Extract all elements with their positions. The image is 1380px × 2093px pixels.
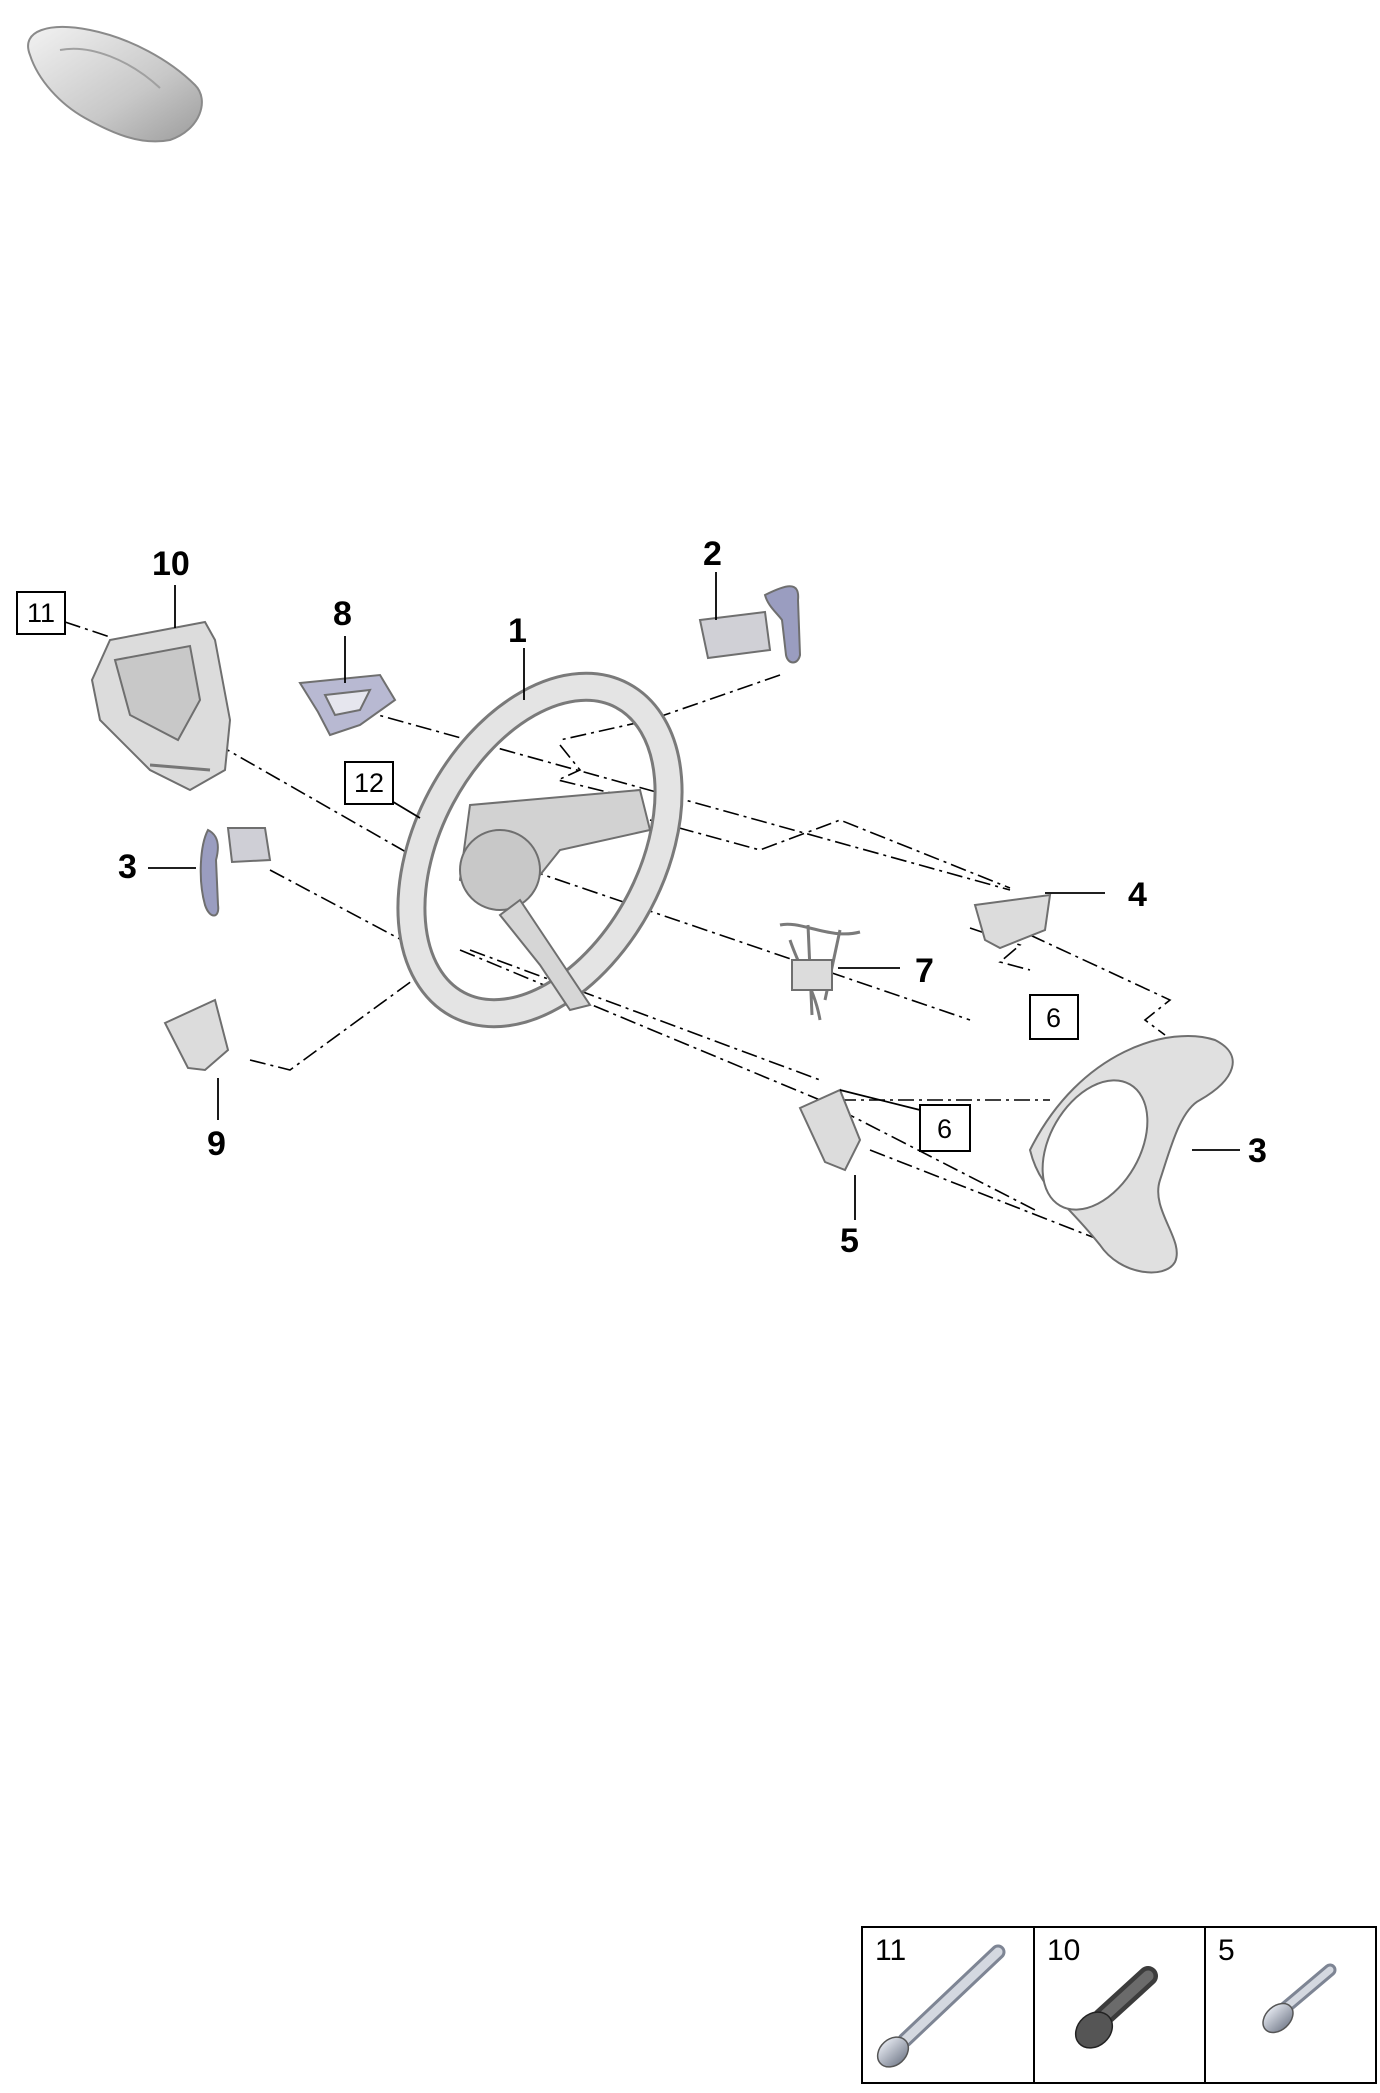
callout-3-right: 3 [1248, 1132, 1267, 1170]
shift-paddle-icon [199, 827, 272, 917]
callout-5: 5 [840, 1222, 859, 1260]
trim-cover-icon [298, 673, 397, 737]
steering-column-trim-icon [90, 620, 232, 792]
callout-10: 10 [152, 545, 190, 583]
trim-cover-icon [1028, 1035, 1234, 1274]
boxed-callout-6-upper: 6 [1046, 1003, 1061, 1033]
trim-cover-icon [973, 893, 1052, 950]
part-callouts: 1 2 3 3 4 5 7 8 9 10 [118, 535, 1267, 1260]
shift-paddle-icon [698, 585, 802, 664]
callout-8: 8 [333, 595, 352, 633]
boxed-callouts: 11 12 6 6 [16, 591, 1079, 1152]
boxed-callout-11: 11 [27, 598, 55, 628]
fastener-label-5: 5 [1218, 1934, 1235, 1967]
callout-2: 2 [703, 535, 722, 573]
fastener-table: 11 10 5 [861, 1926, 1377, 2084]
trim-cover-icon [798, 1088, 862, 1172]
steering-wheel-icon [396, 671, 684, 1029]
fastener-label-11: 11 [875, 1934, 906, 1967]
leader-lines [148, 572, 1240, 1220]
callout-7: 7 [915, 952, 934, 990]
callout-1: 1 [508, 612, 527, 650]
fastener-label-10: 10 [1047, 1934, 1080, 1967]
callout-9: 9 [207, 1125, 226, 1163]
car-thumbnail-icon [27, 26, 203, 143]
boxed-callout-6-lower: 6 [937, 1114, 952, 1144]
small-screw-icon [1262, 1963, 1337, 2034]
short-bolt-icon [1074, 1966, 1158, 2049]
long-bolt-icon [876, 1944, 1006, 2068]
callout-3-left: 3 [118, 848, 137, 886]
trim-cover-icon [163, 998, 230, 1072]
callout-4: 4 [1128, 876, 1147, 914]
wiring-harness-icon [779, 922, 861, 1021]
boxed-callout-12: 12 [354, 768, 384, 798]
